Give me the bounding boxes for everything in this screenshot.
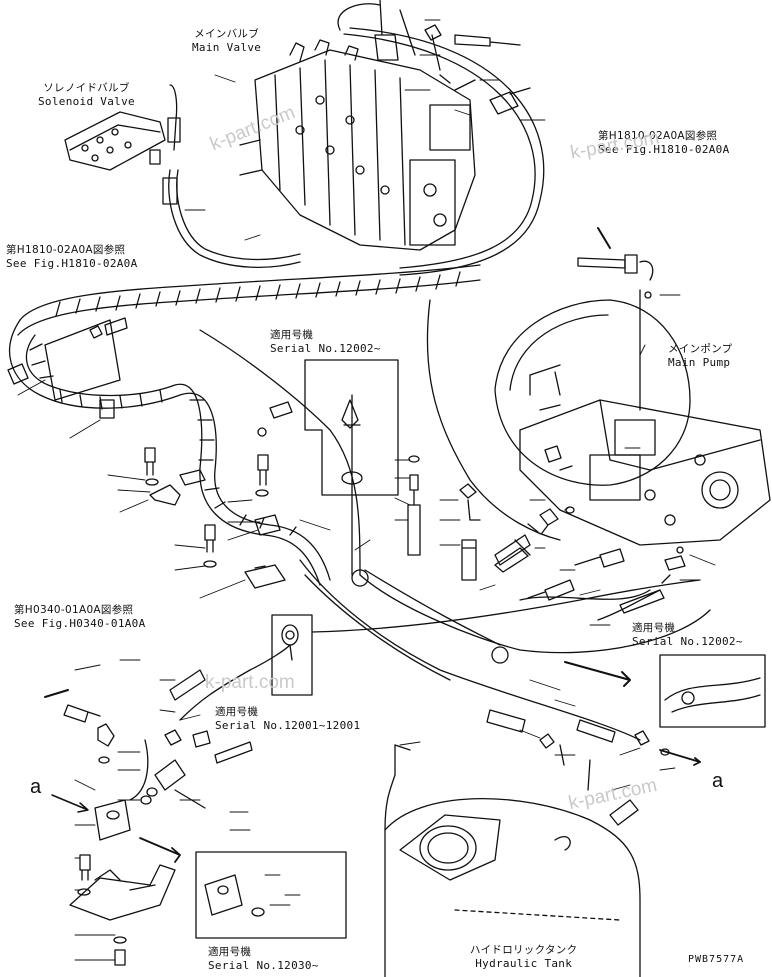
solenoid-valve-label-jp: ソレノイドバルブ	[43, 82, 130, 94]
main-valve-label: メインバルブ Main Valve	[192, 28, 261, 54]
center-inset-frame	[304, 359, 399, 576]
main-pump-label: メインポンプ Main Pump	[668, 343, 733, 369]
serial-12002-right: 適用号機 Serial No.12002~	[632, 622, 743, 648]
leader-lines	[17, 19, 716, 961]
reference-h0340: 第H0340-01A0A図参照 See Fig.H0340-01A0A	[14, 604, 146, 630]
main-pump-label-en: Main Pump	[668, 356, 731, 369]
serial-12001-jp: 適用号機	[215, 706, 259, 718]
reference-h1810-left-jp: 第H1810-02A0A図参照	[6, 244, 126, 256]
reference-h0340-en: See Fig.H0340-01A0A	[14, 617, 146, 630]
drawing-code: PWB7577A	[688, 954, 745, 965]
serial-12002-center-jp: 適用号機	[270, 329, 314, 341]
serial-12030: 適用号機 Serial No.12030~	[208, 946, 319, 972]
hydraulic-tank-drawing	[384, 744, 641, 977]
marker-arrows	[51, 794, 89, 813]
watermark-3: k-part.com	[205, 672, 295, 693]
right-fittings	[494, 506, 686, 614]
marker-a-right: a	[712, 770, 724, 792]
lower-inset-frame	[195, 851, 347, 939]
wrapped-hose-bundle	[7, 264, 481, 586]
hydraulic-tank-label-en: Hydraulic Tank	[475, 957, 573, 970]
solenoid-valve-drawing	[64, 111, 166, 171]
reference-h1810-left-en: See Fig.H1810-02A0A	[6, 257, 138, 270]
reference-h0340-jp: 第H0340-01A0A図参照	[14, 604, 134, 616]
main-valve-label-en: Main Valve	[192, 41, 262, 54]
solenoid-hose	[162, 84, 301, 268]
reference-h1810-left: 第H1810-02A0A図参照 See Fig.H1810-02A0A	[6, 244, 138, 270]
solenoid-valve-label-en: Solenoid Valve	[38, 95, 135, 108]
serial-12030-jp: 適用号機	[208, 946, 252, 958]
hydraulic-tank-label: ハイドロリックタンク Hydraulic Tank	[470, 944, 577, 970]
lower-left-assembly	[44, 644, 291, 966]
main-pump-label-jp: メインポンプ	[668, 343, 733, 355]
hydraulic-tank-label-jp: ハイドロリックタンク	[470, 944, 578, 956]
serial-12001: 適用号機 Serial No.12001~12001	[215, 706, 360, 732]
serial-12002-center-en: Serial No.12002~	[270, 342, 381, 355]
main-valve-drawing	[239, 39, 476, 251]
middle-inset-frame	[271, 579, 701, 696]
solenoid-valve-label: ソレノイドバルブ Solenoid Valve	[38, 82, 135, 108]
serial-12030-en: Serial No.12030~	[208, 959, 319, 972]
upper-hoses	[337, 0, 545, 276]
reference-h1810-right-jp: 第H1810-02A0A図参照	[598, 130, 718, 142]
fig-h1810-pipe	[577, 227, 654, 281]
main-valve-label-jp: メインバルブ	[194, 28, 260, 40]
reference-h1810-right: 第H1810-02A0A図参照 See Fig.H1810-02A0A	[598, 130, 730, 156]
main-pump-drawing	[494, 289, 771, 554]
serial-12002-right-en: Serial No.12002~	[632, 635, 743, 648]
reference-h1810-right-en: See Fig.H1810-02A0A	[598, 143, 730, 156]
left-small-parts	[89, 317, 293, 589]
serial-12002-right-jp: 適用号機	[632, 622, 676, 634]
center-fittings	[407, 455, 531, 581]
serial-12001-en: Serial No.12001~12001	[215, 719, 361, 732]
right-inset-frame	[564, 654, 766, 728]
serial-12002-center: 適用号機 Serial No.12002~	[270, 329, 381, 355]
tank-hoses	[486, 709, 701, 826]
marker-a-left: a	[30, 776, 42, 798]
